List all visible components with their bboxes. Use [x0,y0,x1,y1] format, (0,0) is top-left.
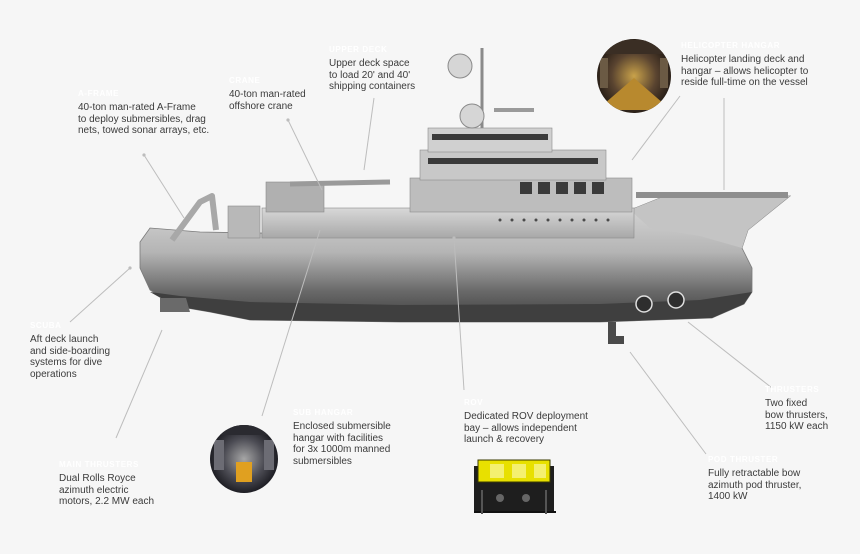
rov-title: ROV [464,398,484,407]
thrusters-desc: Two fixed bow thrusters, 1150 kW each [765,398,828,433]
crane-boom [289,179,391,187]
bow-thruster-1 [635,295,653,313]
helicopter-hangar-photo [597,39,671,113]
rov-desc-line: launch & recovery [464,434,545,445]
sub-hangar-title: Sub hangar [293,408,354,417]
upper-deck-desc-line: Upper deck space [329,58,410,69]
aft-deck-gear [227,205,261,239]
sub-hangar-photo [210,425,278,493]
scuba-desc-line: Aft deck launch [30,334,99,345]
aframe-desc-line: to deploy submersibles, drag [78,113,206,125]
aframe-desc-line: 40-ton man-rated A-Frame [78,102,196,113]
pod-thruster-desc-line: azimuth pod thruster, [708,479,802,491]
main-thruster-pod [160,298,190,312]
pod-thruster-desc: Fully retractable bow azimuth pod thrust… [708,468,801,503]
aframe-desc: 40-ton man-rated A-Frame to deploy subme… [78,102,209,137]
sub-hangar-callout: Sub hangar Enclosed submersible hangar w… [293,408,391,467]
thrusters-desc-line: Two fixed [765,398,808,409]
radome-upper [447,53,473,79]
pod-thruster-desc-line: 1400 kW [708,491,748,502]
helideck [636,192,788,198]
crane-desc-line: offshore crane [229,100,293,112]
upper-deck-desc: Upper deck space to load 20' and 40' shi… [329,58,415,93]
crane-desc: 40-ton man-rated offshore crane [229,89,306,112]
upper-deck-title: Upper deck [329,45,388,54]
pod-thruster [608,322,624,344]
helicopter-desc: Helicopter landing deck and hangar – all… [681,54,808,89]
rov-desc-line: Dedicated ROV deployment [464,411,588,422]
a-frame [169,193,219,242]
rov-desc: Dedicated ROV deployment bay – allows in… [464,411,588,446]
sub-hangar-desc-line: submersibles [293,455,352,467]
portholes [498,218,610,222]
main-thrusters-desc-line: azimuth electric [59,484,129,496]
crane-title: Crane [229,76,261,85]
bow-flare [630,196,790,248]
upper-deck-desc-line: to load 20' and 40' [329,69,411,81]
helicopter-desc-line: hangar – allows helicopter to [681,65,809,77]
main-thrusters-desc-line: motors, 2.2 MW each [59,496,155,507]
windows [428,134,604,194]
main-thrusters-title: Main thrusters [59,460,139,469]
scuba-title: Scuba [30,321,62,330]
thrusters-desc-line: 1150 kW each [765,421,829,432]
scuba-desc-line: operations [30,368,77,380]
sub-hangar-desc: Enclosed submersible hangar with facilit… [293,421,391,467]
helicopter-desc-line: reside full-time on the vessel [681,77,808,88]
hull-waterline [150,292,752,322]
radome-lower [459,103,485,129]
crane-callout: Crane 40-ton man-rated offshore crane [229,76,306,112]
scuba-desc: Aft deck launch and side-boarding system… [30,334,110,380]
pod-thruster-title: Pod thruster [708,455,779,464]
main-thrusters-callout: Main thrusters Dual Rolls Royce azimuth … [59,460,154,508]
thrusters-title: Thrusters [765,385,820,394]
scuba-desc-line: systems for dive [30,357,103,368]
rov-image [474,459,556,514]
leader-lines [69,95,773,455]
rov-callout: ROV Dedicated ROV deployment bay – allow… [464,398,588,446]
pod-thruster-desc-line: Fully retractable bow [708,468,801,479]
aframe-title: A-Frame [78,89,120,98]
helicopter-callout: Helicopter hangar Helicopter landing dec… [681,41,808,89]
main-thrusters-desc-line: Dual Rolls Royce [59,473,136,484]
aframe-callout: A-Frame 40-ton man-rated A-Frame to depl… [78,89,209,137]
sub-hangar-desc-line: hangar with facilities [293,432,384,444]
rov-desc-line: bay – allows independent [464,422,577,434]
bow-thruster-2 [667,291,685,309]
upper-deck-callout: Upper deck Upper deck space to load 20' … [329,45,415,93]
crane-pedestal [265,181,325,213]
main-deck-block [261,207,635,239]
helicopter-title: Helicopter hangar [681,41,781,50]
scuba-desc-line: and side-boarding [30,345,111,357]
main-thrusters-desc: Dual Rolls Royce azimuth electric motors… [59,473,154,508]
helicopter-desc-line: Helicopter landing deck and [681,54,805,65]
crane-desc-line: 40-ton man-rated [229,89,306,100]
sub-hangar-desc-line: for 3x 1000m manned [293,444,391,455]
upper-deck-desc-line: shipping containers [329,81,416,92]
pod-thruster-callout: Pod thruster Fully retractable bow azimu… [708,455,801,503]
thrusters-callout: Thrusters Two fixed bow thrusters, 1150 … [765,385,828,433]
scuba-callout: Scuba Aft deck launch and side-boarding … [30,321,110,380]
yardarm [494,108,534,112]
ship [139,48,792,344]
aframe-desc-line: nets, towed sonar arrays, etc. [78,125,210,136]
sub-hangar-desc-line: Enclosed submersible [293,421,391,432]
superstructure-mid [419,149,607,181]
thrusters-desc-line: bow thrusters, [765,409,828,421]
